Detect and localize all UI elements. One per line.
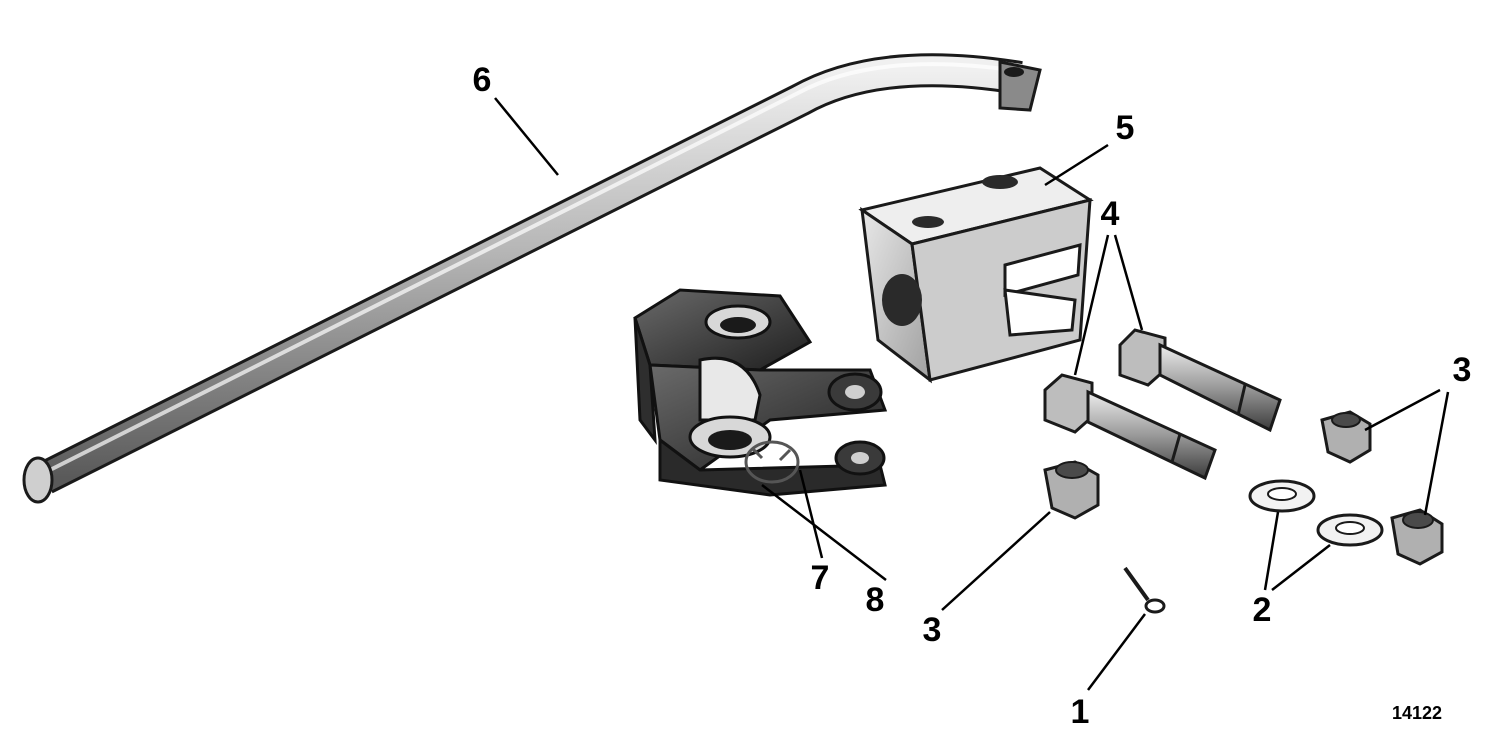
callout-7: 7 xyxy=(810,559,830,597)
part-4-bolt-lower xyxy=(1043,373,1217,481)
leader-6 xyxy=(494,97,559,176)
callout-4: 4 xyxy=(1100,195,1120,233)
part-2-washer-upper xyxy=(1248,479,1316,513)
leader-1 xyxy=(1087,613,1146,691)
leader-lines xyxy=(494,97,1450,691)
leader-3-right-a xyxy=(1364,388,1441,432)
callout-8: 8 xyxy=(865,581,885,619)
part-4-bolt-upper xyxy=(1118,328,1282,433)
figure-number: 14122 xyxy=(1391,703,1442,723)
leader-3-right-b xyxy=(1423,391,1450,516)
callout-1: 1 xyxy=(1070,693,1090,731)
part-5-block xyxy=(858,166,1094,384)
part-3-nut-center xyxy=(1043,460,1100,520)
leader-2a xyxy=(1263,511,1280,591)
leader-4b xyxy=(1113,234,1144,331)
part-7-bracket xyxy=(633,288,888,497)
callout-5: 5 xyxy=(1115,109,1135,147)
callout-2: 2 xyxy=(1252,591,1272,629)
part-6-rod xyxy=(22,53,1042,504)
leader-2b xyxy=(1271,544,1331,591)
part-3-nut-upper-right xyxy=(1320,410,1372,464)
leader-5 xyxy=(1044,143,1109,187)
part-8-retaining-ring xyxy=(744,440,800,484)
part-2-washer-lower xyxy=(1316,513,1384,547)
part-3-nut-lower-right xyxy=(1390,508,1444,566)
leader-3-center xyxy=(941,511,1051,611)
callout-3-center: 3 xyxy=(922,611,942,649)
leader-8 xyxy=(761,484,887,581)
part-1-cotter-pin xyxy=(1123,566,1166,614)
leader-7 xyxy=(798,469,824,559)
callout-6: 6 xyxy=(472,61,492,99)
leader-4a xyxy=(1073,234,1110,376)
callout-3-right: 3 xyxy=(1452,351,1472,389)
